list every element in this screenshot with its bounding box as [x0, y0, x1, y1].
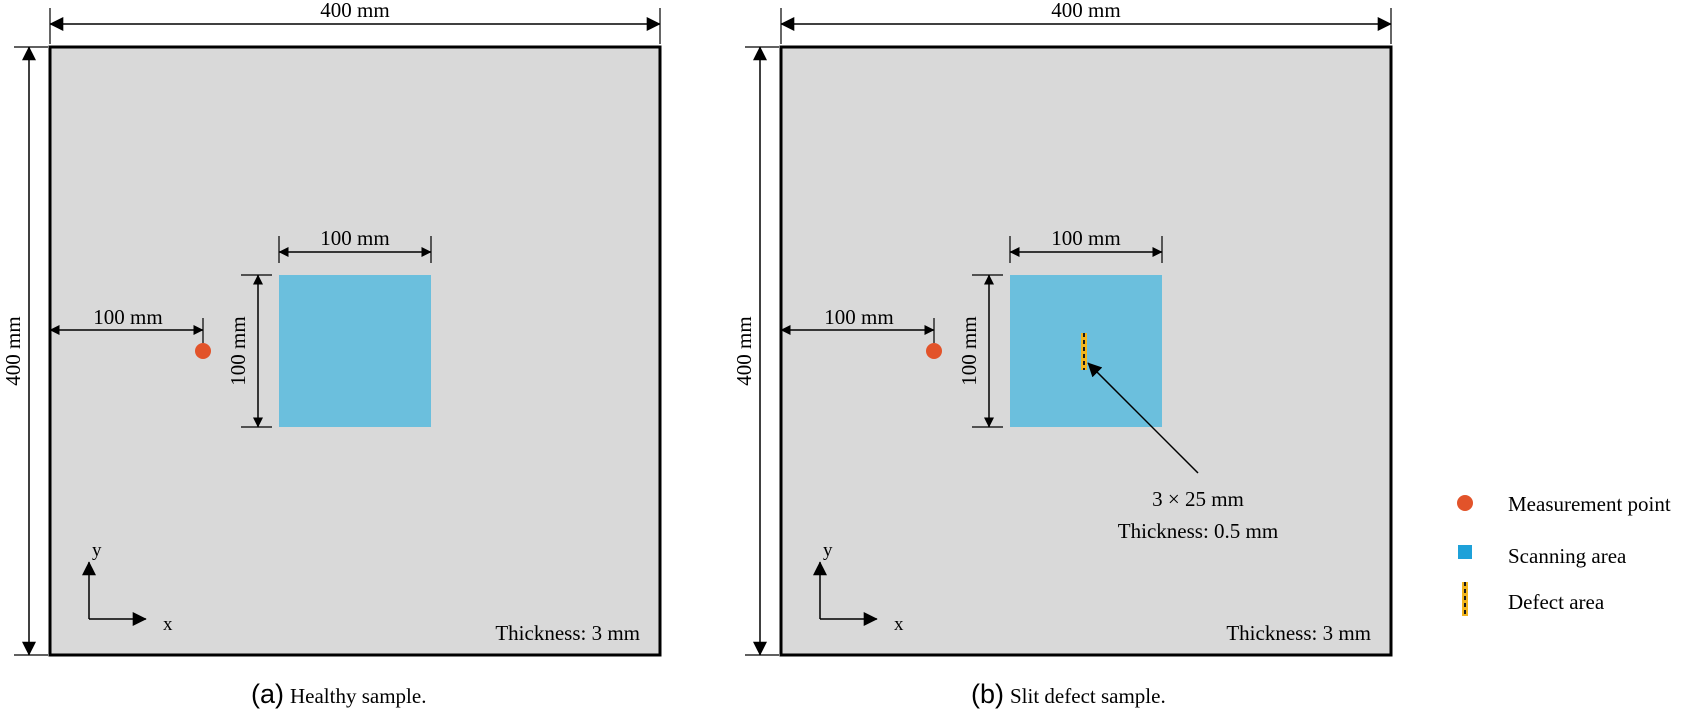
- offset-label: 100 mm: [93, 305, 162, 329]
- defect-callout-arrow: [1087, 362, 1199, 474]
- caption: (b) Slit defect sample.: [971, 679, 1166, 709]
- caption-label: (b): [971, 679, 1004, 709]
- scan-height-label: 100 mm: [957, 316, 981, 385]
- panel-a: 400 mm 400 mm 100 mm 100 mm 100 mm y x T…: [1, 0, 662, 709]
- scan-height-label: 100 mm: [226, 316, 250, 385]
- caption-text: Slit defect sample.: [1010, 684, 1166, 708]
- offset-label: 100 mm: [824, 305, 893, 329]
- legend-measurement-point-marker: [1457, 495, 1473, 511]
- plate-width-label: 400 mm: [1051, 0, 1120, 22]
- caption-label: (a): [251, 679, 284, 709]
- legend-measurement-point-label: Measurement point: [1508, 492, 1671, 516]
- x-axis-label: x: [163, 614, 173, 635]
- plate-height-label: 400 mm: [1, 316, 25, 385]
- defect-area: [1081, 333, 1087, 370]
- defect-size-label: 3 × 25 mm: [1152, 487, 1244, 511]
- plate-thickness-label: Thickness: 3 mm: [1226, 621, 1371, 645]
- caption-text: Healthy sample.: [290, 684, 426, 708]
- y-axis-label: y: [92, 540, 102, 561]
- scan-width-label: 100 mm: [320, 226, 389, 250]
- measurement-point: [926, 343, 942, 359]
- scanning-area: [279, 275, 431, 427]
- y-axis-label: y: [823, 540, 833, 561]
- legend-scanning-area-marker: [1458, 545, 1472, 559]
- plate-width-label: 400 mm: [320, 0, 389, 22]
- panel-b: 400 mm 400 mm 100 mm 100 mm 100 mm 3 × 2…: [732, 0, 1393, 709]
- scan-width-label: 100 mm: [1051, 226, 1120, 250]
- legend-defect-area-label: Defect area: [1508, 590, 1605, 614]
- x-axis-label: x: [894, 614, 904, 635]
- defect-thickness-label: Thickness: 0.5 mm: [1118, 519, 1278, 543]
- plate-height-label: 400 mm: [732, 316, 756, 385]
- measurement-point: [195, 343, 211, 359]
- plate-thickness-label: Thickness: 3 mm: [495, 621, 640, 645]
- caption: (a) Healthy sample.: [251, 679, 426, 709]
- legend: Measurement point Scanning area Defect a…: [1457, 492, 1671, 616]
- legend-scanning-area-label: Scanning area: [1508, 544, 1627, 568]
